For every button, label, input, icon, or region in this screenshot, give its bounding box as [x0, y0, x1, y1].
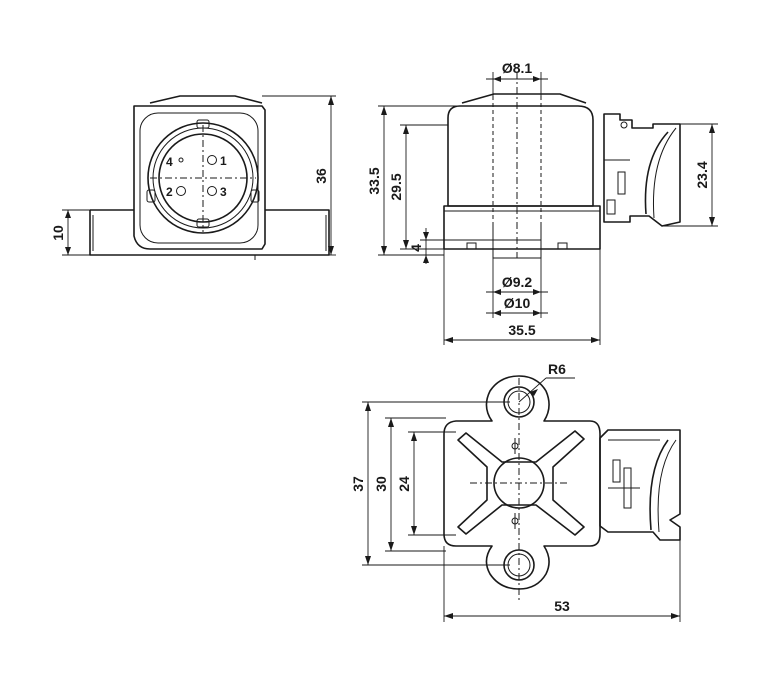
connector-outer-ring	[147, 122, 259, 234]
front-top-cap	[149, 95, 263, 104]
pin-2-contact	[176, 186, 186, 196]
dim-side-body: 29.5	[388, 173, 404, 200]
dim-outer-diameter: Ø10	[504, 295, 531, 311]
dim-plan-total: 37	[350, 476, 366, 492]
front-dimensions: 36 10	[50, 95, 336, 256]
dim-radius: R6	[548, 361, 566, 377]
dim-front-height: 36	[313, 168, 329, 184]
dim-plan-mid: 30	[373, 476, 389, 492]
pin-4-label: 4	[166, 155, 173, 169]
pin-2-label: 2	[166, 185, 173, 199]
dim-stem-diameter: Ø8.1	[502, 60, 533, 76]
pin-1-contact	[207, 155, 217, 165]
side-coil-body	[447, 105, 594, 207]
plan-x-recess	[457, 430, 585, 536]
dim-side-step: 4	[408, 244, 424, 252]
pin-4-contact	[178, 157, 184, 163]
pin-1-label: 1	[220, 154, 227, 168]
side-view	[443, 72, 681, 259]
side-dimensions: Ø8.1 33.5 29.5 4 Ø9.2 Ø10	[366, 60, 718, 345]
dim-side-total: 33.5	[366, 167, 382, 194]
plan-connector	[599, 429, 681, 541]
plan-dimensions: R6 37 30 24 53	[350, 361, 681, 622]
side-top-cap	[461, 93, 587, 104]
connector-face	[158, 133, 248, 223]
dim-plan-width: 53	[554, 598, 570, 614]
plan-view	[443, 375, 681, 600]
pin-3-contact	[207, 186, 217, 196]
plan-center-bore	[493, 457, 545, 509]
pin-3-label: 3	[220, 185, 227, 199]
dim-plan-inner: 24	[396, 476, 412, 492]
dim-connector-height: 23.4	[694, 161, 710, 188]
dim-front-base: 10	[50, 225, 66, 241]
front-view: 1 2 3 4	[89, 95, 330, 260]
plan-flange	[443, 375, 601, 590]
front-body	[133, 105, 266, 250]
dim-bore-diameter: Ø9.2	[502, 274, 533, 290]
dim-side-width: 35.5	[508, 322, 535, 338]
